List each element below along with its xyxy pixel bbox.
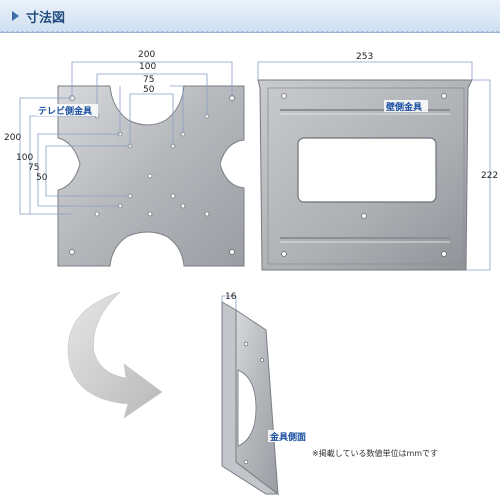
tv-dimension-lines — [19, 61, 233, 215]
section-header: 寸法図 — [0, 0, 500, 34]
dim-left-50: 50 — [36, 173, 48, 183]
dim-top-75: 75 — [143, 75, 154, 85]
dim-top-100: 100 — [139, 62, 156, 72]
dim-left-200: 200 — [4, 133, 21, 143]
side-label-bg — [268, 430, 314, 442]
tv-label-bg — [36, 104, 98, 116]
dim-side-depth: 16 — [225, 292, 237, 302]
side-dimension-lines — [221, 295, 237, 310]
wall-dimension-lines — [257, 61, 491, 271]
wall-bracket-plate — [257, 79, 473, 271]
wall-bracket-label: 壁側金具 — [386, 101, 422, 113]
dim-top-200: 200 — [138, 50, 155, 60]
side-view-plate — [221, 301, 280, 496]
dim-top-50: 50 — [143, 85, 155, 95]
section-title: 寸法図 — [26, 11, 66, 26]
triangle-icon — [12, 11, 19, 21]
dim-left-75: 75 — [28, 163, 39, 173]
wall-label-bg — [384, 100, 428, 112]
dim-wall-width: 253 — [356, 52, 373, 62]
dotted-divider — [0, 30, 500, 34]
tv-bracket-label: テレビ側金具 — [38, 105, 92, 117]
dim-wall-height: 222 — [481, 171, 498, 181]
curved-arrow-icon — [67, 291, 163, 419]
dim-left-100: 100 — [16, 153, 33, 163]
wall-bracket-holes — [281, 93, 447, 257]
bracket-side-label: 金具側面 — [269, 431, 306, 443]
unit-note: ※掲載している数値単位はmmです — [312, 449, 439, 458]
